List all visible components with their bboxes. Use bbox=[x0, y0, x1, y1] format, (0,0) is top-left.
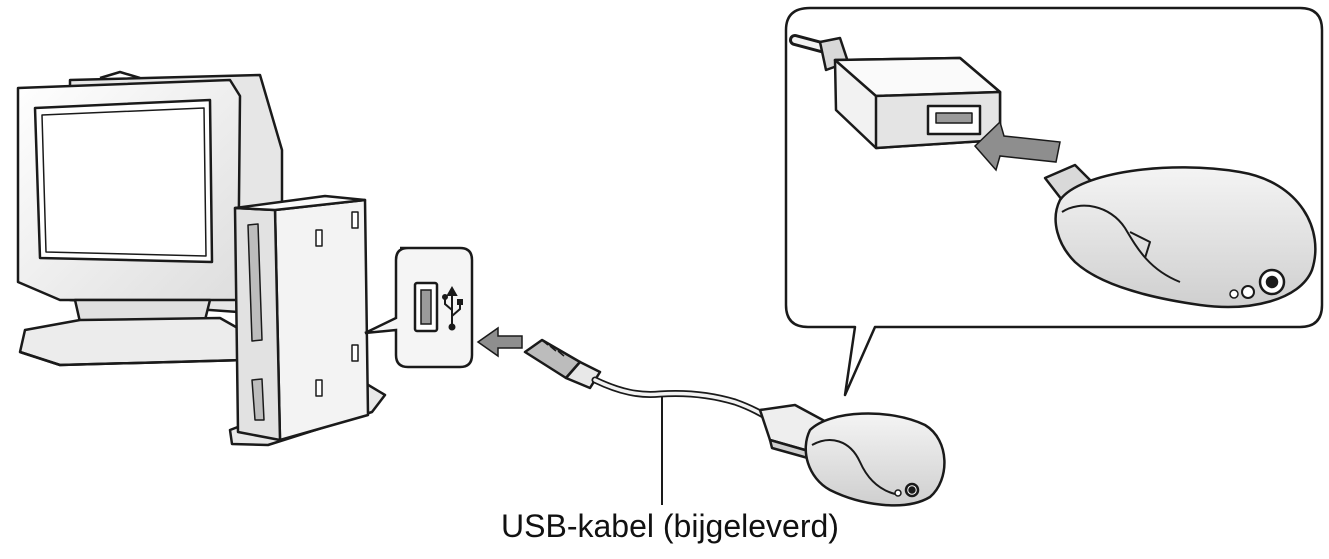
usb-trident-icon bbox=[442, 285, 463, 331]
cable-caption: USB-kabel (bijgeleverd) bbox=[501, 508, 839, 544]
monitor bbox=[16, 70, 284, 367]
usb-port-callout bbox=[364, 246, 474, 369]
usb-plug bbox=[523, 338, 602, 390]
insert-arrow-zoom bbox=[973, 120, 1061, 172]
cable-socket-zoom bbox=[789, 34, 1002, 150]
device-zoom bbox=[1043, 163, 1317, 309]
insert-arrow-left bbox=[476, 326, 523, 358]
device-small bbox=[804, 412, 946, 507]
usb-cable bbox=[591, 376, 776, 424]
tower-pc bbox=[228, 194, 387, 447]
